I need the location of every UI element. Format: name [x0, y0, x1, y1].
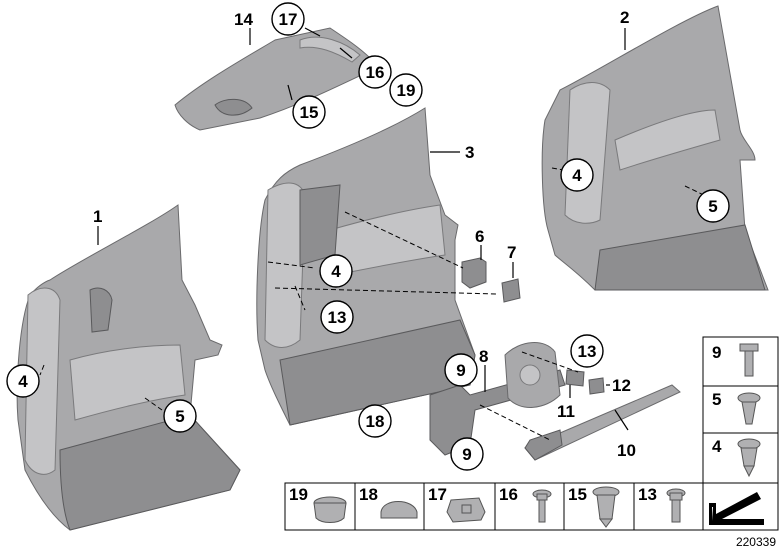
legend-bottom-18: 18 — [359, 485, 378, 504]
callout-10: 10 — [617, 441, 636, 460]
side-panel-middle — [256, 107, 476, 426]
clip-part-7 — [501, 278, 521, 303]
svg-text:16: 16 — [366, 63, 385, 82]
callout-5-right: 5 — [696, 189, 730, 223]
callout-3: 3 — [465, 143, 474, 162]
svg-text:5: 5 — [175, 407, 184, 426]
svg-text:13: 13 — [328, 308, 347, 327]
callout-17: 17 — [271, 2, 305, 36]
hex-bolt-icon — [666, 488, 686, 523]
legend-bottom-16: 16 — [499, 485, 518, 504]
svg-text:4: 4 — [18, 372, 28, 391]
legend-bottom-17: 17 — [428, 485, 447, 504]
side-panel-left — [16, 204, 241, 531]
callout-16: 16 — [358, 55, 392, 89]
clip-part-11 — [565, 369, 585, 387]
callout-8: 8 — [479, 347, 488, 366]
callout-9-bottom: 9 — [450, 437, 484, 471]
clip-part-12 — [588, 377, 605, 395]
callout-5-left: 5 — [163, 399, 197, 433]
legend-bottom-15: 15 — [568, 485, 587, 504]
expansion-clip-icon — [737, 438, 761, 478]
legend-side-5: 5 — [712, 390, 721, 409]
direction-arrow-icon — [709, 492, 764, 525]
callout-11: 11 — [557, 402, 575, 421]
plug-icon — [380, 501, 418, 519]
callout-2: 2 — [620, 8, 629, 27]
legend-bottom-19: 19 — [289, 485, 308, 504]
callout-4-left: 4 — [6, 364, 40, 398]
callout-4-right: 4 — [560, 158, 594, 192]
callout-15: 15 — [292, 95, 326, 129]
legend-side: 9 5 4 — [702, 336, 779, 485]
legend-side-4: 4 — [712, 437, 722, 456]
svg-text:17: 17 — [279, 10, 298, 29]
svg-text:9: 9 — [462, 445, 471, 464]
svg-text:4: 4 — [572, 166, 582, 185]
svg-text:13: 13 — [578, 342, 597, 361]
rail-part-10 — [524, 384, 681, 461]
clip-part-6 — [461, 257, 487, 289]
svg-text:15: 15 — [300, 103, 319, 122]
square-clip-icon — [446, 497, 486, 523]
legend-bottom: 19 18 17 16 15 13 — [284, 482, 779, 531]
callout-13-bracket: 13 — [570, 334, 604, 368]
cap-icon — [313, 496, 347, 523]
legend-bottom-13: 13 — [638, 485, 657, 504]
svg-text:9: 9 — [456, 361, 465, 380]
callout-7: 7 — [507, 243, 516, 262]
svg-text:5: 5 — [708, 197, 717, 216]
callout-9-top: 9 — [444, 353, 478, 387]
bolt-icon — [739, 343, 759, 377]
upper-trim-strip — [174, 27, 373, 131]
callout-4-middle: 4 — [319, 254, 353, 288]
callout-12: 12 — [612, 376, 631, 395]
screw-icon — [532, 489, 552, 523]
callout-18: 18 — [358, 404, 392, 438]
legend-side-9: 9 — [712, 343, 721, 362]
bracket-part-8 — [429, 342, 566, 456]
svg-text:19: 19 — [397, 81, 416, 100]
svg-text:4: 4 — [331, 262, 341, 281]
callout-14: 14 — [234, 10, 253, 29]
leader-lines — [97, 27, 629, 431]
callout-13-middle: 13 — [320, 300, 354, 334]
callout-1: 1 — [93, 207, 102, 226]
svg-text:18: 18 — [366, 412, 385, 431]
side-panel-right — [541, 5, 769, 291]
callout-19-top: 19 — [389, 73, 423, 107]
callout-6: 6 — [475, 227, 484, 246]
push-clip-icon — [737, 392, 761, 425]
rivet-clip-icon — [592, 486, 620, 528]
reference-number: 220339 — [736, 535, 776, 549]
